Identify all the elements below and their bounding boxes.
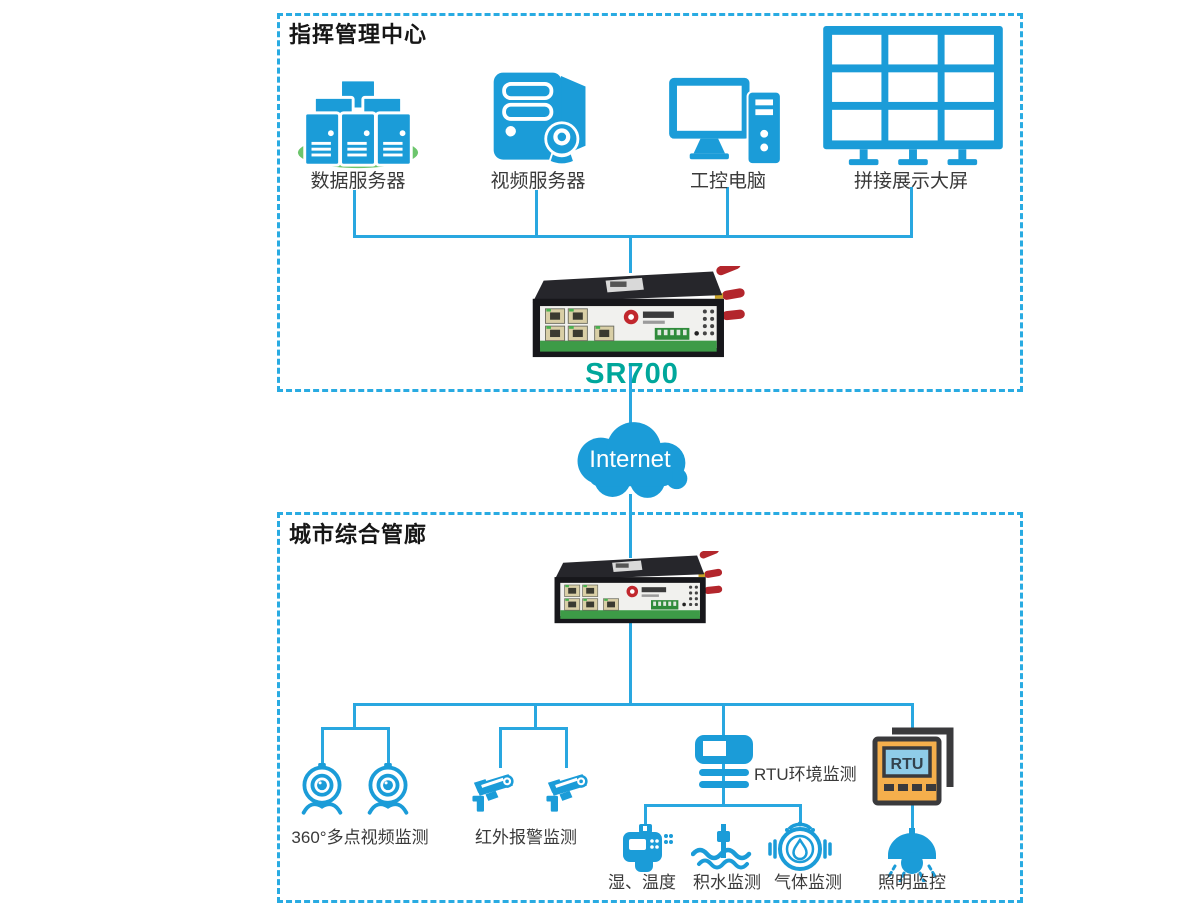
connector [644,804,647,829]
command-center-box [277,13,1023,392]
router-sr700-image [518,266,746,368]
video-wall-label: 拼接展示大屏 [853,171,969,192]
video-server-icon [488,68,594,168]
rtu-panel-icon: RTU [872,727,954,806]
tunnel-title: 城市综合管廊 [289,522,428,547]
connector-bus-bottom [353,703,913,706]
router-tunnel-image [543,551,723,632]
water-level-probe-icon [691,824,757,870]
connector [629,620,632,706]
rtu-environment-label: RTU环境监测 [754,765,857,784]
data-servers-icon [295,78,421,170]
gas-monitoring-label: 气体监测 [774,873,842,892]
humidity-temp-sensor-icon [619,824,675,872]
connector [535,190,538,237]
industrial-pc-label: 工控电脑 [689,171,767,192]
connector [726,187,729,237]
connector [629,494,632,558]
lighting-monitoring-label: 照明监控 [878,873,946,892]
webcam-icon [365,763,411,815]
rtu-card-icon [693,735,755,793]
video-monitoring-label: 360°多点视频监测 [291,828,429,847]
connector [911,703,914,733]
connector-bus-top [353,235,913,238]
connector [565,727,568,768]
infrared-alarm-label: 红外报警监测 [475,828,577,847]
tunnel-box [277,512,1023,903]
connector [353,703,356,730]
connector [353,190,356,237]
data-servers-label: 数据服务器 [310,171,406,192]
humidity-temp-label: 湿、温度 [608,873,676,892]
connector [644,804,802,807]
video-server-label: 视频服务器 [490,171,586,192]
rtu-screen-text: RTU [891,756,924,773]
connector [629,363,632,427]
connector [534,703,537,730]
connector [911,802,914,832]
industrial-pc-icon [665,72,785,170]
command-center-title: 指挥管理中心 [289,22,428,47]
water-monitoring-label: 积水监测 [693,873,761,892]
connector [499,727,568,730]
connector [387,727,390,765]
connector [321,727,390,730]
webcam-icon [299,763,345,815]
connector [499,727,502,768]
connector [910,187,913,237]
cctv-camera-icon [471,765,523,815]
cctv-camera-icon [545,765,597,815]
connector [629,235,632,273]
connector [321,727,324,765]
connector [799,804,802,825]
internet-label: Internet [589,446,671,473]
gas-detector-icon [766,820,834,872]
router-model-label: SR700 [585,358,679,390]
video-wall-icon [819,22,1007,172]
